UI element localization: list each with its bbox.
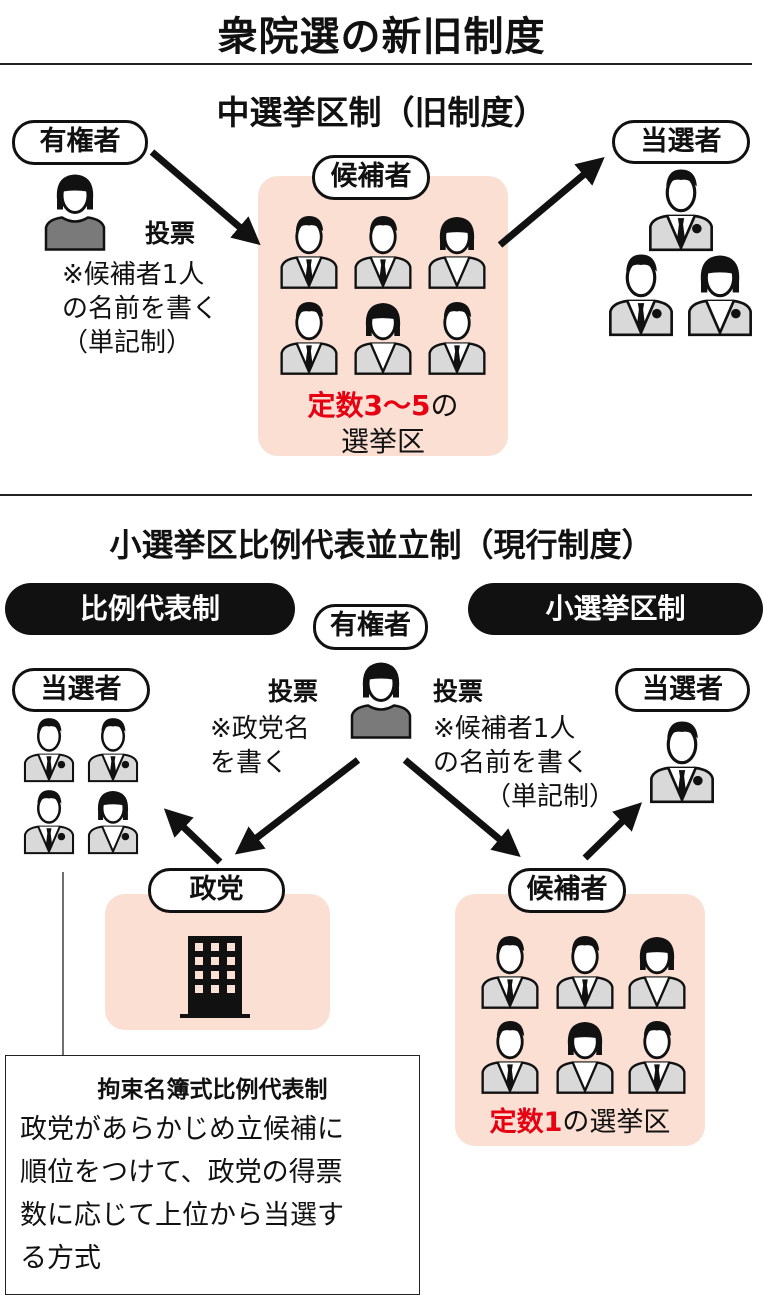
winners-label: 当選者 (612, 120, 750, 164)
arrow-candidates-to-winner-smd (582, 802, 643, 861)
candidate-icon (477, 930, 543, 1010)
page-title: 衆院選の新旧制度 (217, 14, 546, 60)
pr-system-pill: 比例代表制 (5, 583, 295, 635)
old-system-heading: 中選挙区制（旧制度） (216, 93, 547, 132)
district-suffix: の (430, 389, 459, 422)
callout-box: 拘束名簿式比例代表制 政党があらかじめ立候補に 順位をつけて、政党の得票 数に応… (5, 1055, 420, 1295)
candidate-icon (424, 210, 490, 290)
callout-line: 政党があらかじめ立候補に (20, 1114, 344, 1145)
note-line: （単記制） (485, 782, 616, 812)
candidates-label: 候補者 (312, 155, 430, 200)
candidate-icon (276, 210, 342, 290)
note-line: ※候補者1人 (62, 260, 205, 290)
note-line: ※候補者1人 (433, 714, 576, 744)
district-line2: 選挙区 (340, 425, 425, 458)
winner-icon (20, 784, 78, 856)
candidate-icon (350, 296, 416, 376)
district-size-number: 定数1 (489, 1107, 563, 1138)
arrow-party-to-winners (163, 808, 223, 865)
arrow-voter-to-candidates (149, 149, 261, 246)
note-line: （単記制） (62, 328, 193, 358)
vote-label-right: 投票 (433, 677, 484, 706)
note-line: の名前を書く (433, 748, 590, 778)
winner-icon (644, 160, 718, 255)
winner-icon (683, 245, 757, 340)
arrow-voter-to-candidates-smd (402, 757, 521, 857)
party-label: 政党 (148, 868, 285, 913)
district-size: 定数1の選挙区 (455, 1100, 705, 1139)
winner-icon (20, 712, 78, 784)
vote-label: 投票 (145, 219, 196, 248)
winner-icon (645, 712, 719, 807)
smd-winners-label: 当選者 (615, 668, 750, 712)
vote-note: ※候補者1人 の名前を書く （単記制） (62, 258, 218, 360)
pr-winners-label: 当選者 (12, 668, 150, 712)
candidate-icon (624, 1015, 690, 1095)
arrow-voter-to-party (234, 757, 361, 855)
district-suffix: の選挙区 (562, 1107, 671, 1138)
divider (0, 63, 752, 65)
building-icon (180, 936, 250, 1018)
winner-icon (604, 245, 678, 340)
candidate-icon (477, 1015, 543, 1095)
divider (0, 494, 752, 496)
callout-body: 政党があらかじめ立候補に 順位をつけて、政党の得票 数に応じて上位から当選す る… (6, 1108, 419, 1280)
candidates-label: 候補者 (508, 868, 626, 913)
new-system-heading: 小選挙区比例代表並立制（現行制度） (109, 526, 654, 564)
callout-line: る方式 (20, 1243, 101, 1274)
callout-line: 数に応じて上位から当選す (20, 1200, 344, 1231)
note-line: の名前を書く (62, 294, 219, 324)
voter-icon (346, 650, 416, 745)
vote-label-left: 投票 (268, 677, 319, 706)
callout-line: 順位をつけて、政党の得票 (20, 1157, 343, 1188)
note-line: ※政党名 (210, 714, 310, 744)
candidates-box (455, 894, 705, 1146)
candidate-icon (552, 1015, 618, 1095)
voter-icon (40, 162, 110, 257)
vote-note-left: ※政党名 を書く (210, 712, 310, 780)
callout-title: 拘束名簿式比例代表制 (97, 1077, 328, 1103)
winner-icon (84, 784, 142, 856)
candidate-icon (624, 930, 690, 1010)
winner-icon (84, 712, 142, 784)
vote-note-right: ※候補者1人 の名前を書く （単記制） (433, 712, 615, 814)
candidate-icon (276, 296, 342, 376)
voter-label: 有権者 (313, 604, 428, 650)
candidate-icon (552, 930, 618, 1010)
note-line: を書く (210, 748, 289, 778)
smd-system-pill: 小選挙区制 (468, 583, 763, 635)
district-size: 定数3～5の (258, 384, 508, 424)
district-size-number: 定数3～5 (307, 389, 431, 422)
candidate-icon (424, 296, 490, 376)
arrow-candidates-to-winners (497, 156, 605, 248)
voter-label: 有権者 (12, 120, 148, 165)
candidate-icon (350, 210, 416, 290)
